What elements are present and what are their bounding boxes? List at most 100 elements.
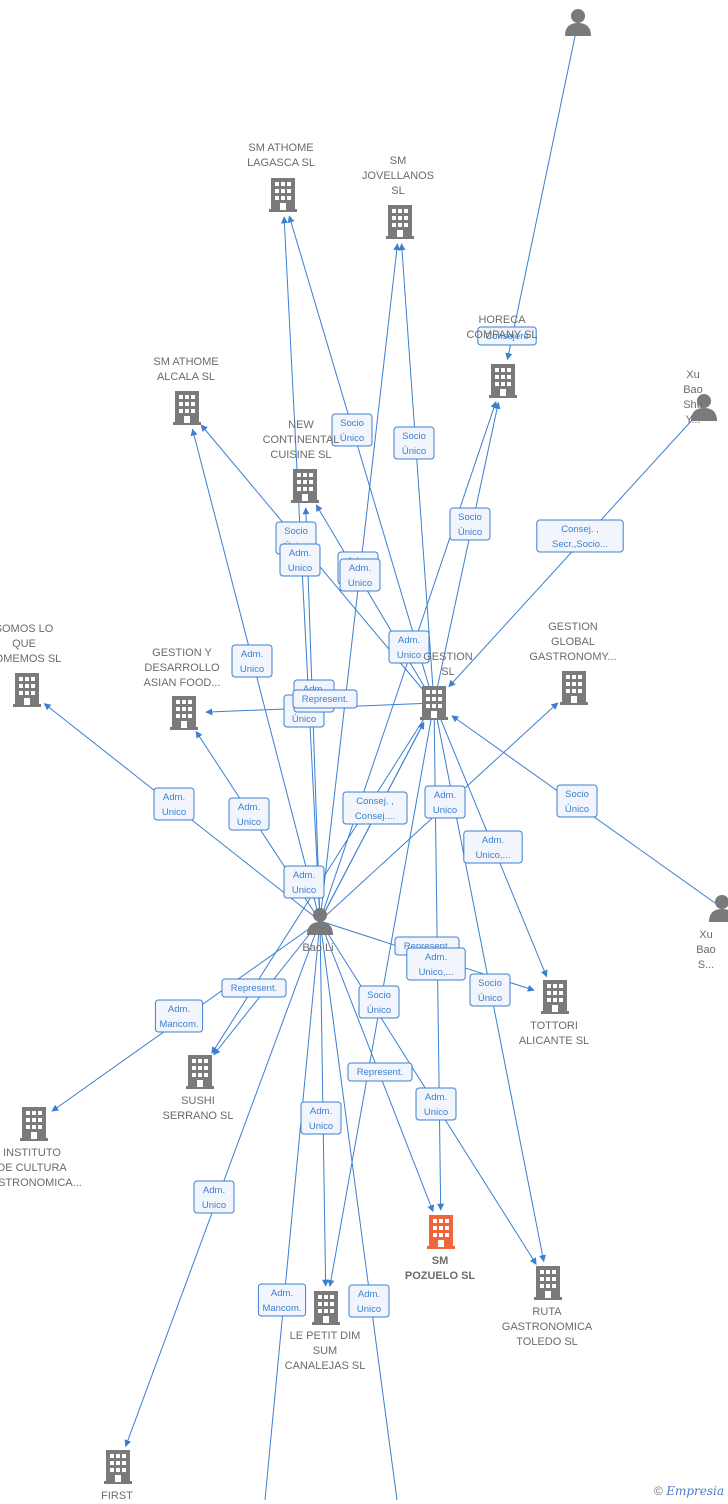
node-label-somos[interactable]: SOMOS LO QUE COMEMOS SL [0, 623, 62, 665]
edge-label-bao_li-to-le_petit[interactable]: Adm.Unico [300, 1101, 342, 1135]
edge-label-text: Unico [348, 578, 372, 589]
empresia-logo[interactable]: Empresia [666, 1484, 724, 1498]
building-icon[interactable] [489, 364, 517, 398]
edge-label-bao_li-to-gestion_global[interactable]: Adm.Unico [424, 785, 466, 819]
building-icon[interactable] [541, 980, 569, 1014]
edge-label-bao_li-to-gestion_sl[interactable]: Consej. ,Consej.... [342, 791, 408, 825]
edge-label-box [279, 543, 321, 577]
edge-label-text: Único [340, 433, 364, 444]
node-label-xu_bao_shu_1[interactable]: Xu Bao Shu Y... [683, 369, 703, 426]
edge-label-text: Represent. [231, 983, 277, 994]
edge-label-bao_li-to-sm_jovellanos[interactable]: Adm.Unico [339, 558, 381, 592]
node-label-le_petit[interactable]: LE PETIT DIM SUM CANALEJAS SL [284, 1330, 366, 1372]
edge-label-bao_li-to-sm_athome_lagasca[interactable]: Adm.Unico [279, 543, 321, 577]
building-icon[interactable] [170, 696, 198, 730]
edge-label-text: Socio [340, 418, 364, 429]
edge-label-p_top-to-horeca[interactable]: Consejero [477, 326, 537, 346]
edge-label-text: Consej. , [356, 796, 394, 807]
building-icon[interactable] [186, 1055, 214, 1089]
edge-gestion_sl-to-sm_athome_lagasca [287, 215, 435, 704]
edge-label-gestion_sl-to-sushi_serrano[interactable]: Represent. [292, 689, 358, 709]
edge-label-text: Adm. [168, 1004, 190, 1015]
edge-label-bao_li-to-sushi_serrano[interactable]: Represent. [221, 978, 287, 998]
node-label-first[interactable]: FIRST [101, 1490, 133, 1502]
edge-label-bao_li-to-instituto[interactable]: Adm. Mancom. [154, 999, 204, 1033]
building-icon[interactable] [173, 391, 201, 425]
building-icon[interactable] [291, 469, 319, 503]
edge-label-bao_li-to-new_continental[interactable]: Adm.Unico [283, 865, 325, 899]
edge-label-text: Unico [162, 807, 186, 818]
edge-label-text: Unico [240, 664, 264, 675]
edge-label-text: Unico [397, 650, 421, 661]
edge-label-text: Mancom. [159, 1019, 198, 1030]
edge-label-bao_li-to-ruta[interactable]: Adm.Unico [415, 1087, 457, 1121]
node-label-xu_bao_shu_2[interactable]: Xu Bao S... [696, 929, 716, 971]
node-label-sm_jovellanos[interactable]: SM JOVELLANOS SL [361, 155, 435, 197]
building-icon[interactable] [13, 673, 41, 707]
node-label-gestion_sl[interactable]: GESTION SL [423, 651, 473, 678]
edges-layer [43, 21, 723, 1500]
edge-label-text: Unico [237, 817, 261, 828]
edge-label-box [292, 689, 358, 709]
person-icon[interactable] [709, 895, 728, 922]
edge-label-bao_li-to-off_bottom_left[interactable]: Adm.Mancom. [257, 1283, 307, 1317]
edge-label-box [347, 1062, 413, 1082]
edge-label-bao_li-to-somos[interactable]: Adm. Unico [153, 787, 195, 821]
building-icon[interactable] [420, 686, 448, 720]
edge-label-gestion_sl-to-sm_pozuelo[interactable]: Adm.Unico,... [406, 947, 466, 981]
node-label-instituto[interactable]: INSTITUTO DE CULTURA GASTRONOMICA... [0, 1147, 82, 1189]
edge-label-text: Adm. [358, 1289, 380, 1300]
node-label-sm_pozuelo[interactable]: SM POZUELO SL [404, 1255, 476, 1282]
node-label-tottori[interactable]: TOTTORI ALICANTE SL [518, 1020, 590, 1047]
building-icon[interactable] [269, 178, 297, 212]
edge-label-text: Socio [284, 526, 308, 537]
edge-label-box [221, 978, 287, 998]
building-icon[interactable] [312, 1291, 340, 1325]
node-label-sm_athome_lagasca[interactable]: SM ATHOME LAGASCA SL [247, 142, 315, 169]
node-label-new_continental[interactable]: NEW CONTINENTAL CUISINE SL [262, 419, 340, 461]
building-icon[interactable] [427, 1215, 455, 1249]
nodes-layer [13, 9, 728, 1484]
building-icon[interactable] [560, 671, 588, 705]
edge-label-text: Socio [478, 978, 502, 989]
building-icon[interactable] [104, 1450, 132, 1484]
edge-label-bao_li-to-gestion_sl[interactable]: Adm.Unico [388, 630, 430, 664]
edge-label-text: Adm. [293, 870, 315, 881]
edge-bao_li-to-off_bottom_right [319, 920, 398, 1500]
node-label-bao_li[interactable]: Bao Li [302, 942, 334, 954]
building-icon[interactable] [386, 205, 414, 239]
edge-label-bao_li-to-off_bottom_right[interactable]: Adm. Unico [348, 1284, 390, 1318]
edge-label-box [231, 644, 273, 678]
edge-label-bao_li-to-sm_athome_alcala[interactable]: Adm. Unico [231, 644, 273, 678]
edge-label-text: Adm. [289, 548, 311, 559]
node-label-sushi_serrano[interactable]: SUSHI SERRANO SL [162, 1095, 234, 1122]
building-icon[interactable] [534, 1266, 562, 1300]
edge-label-text: Unico [309, 1121, 333, 1132]
person-icon[interactable] [565, 9, 591, 36]
node-label-gestion_global[interactable]: GESTION GLOBAL GASTRONOMY... [529, 621, 617, 663]
edge-label-text: Adm. [163, 792, 185, 803]
edge-label-text: Adm. [241, 649, 263, 660]
edge-label-gestion_sl-to-le_petit[interactable]: Represent. [347, 1062, 413, 1082]
node-label-sm_athome_alcala[interactable]: SM ATHOME ALCALA SL [153, 356, 219, 383]
edge-label-xu_bao_shu_1-to-gestion_sl[interactable]: Consej. ,Secr.,Socio... [536, 519, 624, 553]
edge-label-box [536, 519, 624, 553]
node-label-ruta[interactable]: RUTA GASTRONOMICA TOLEDO SL [501, 1306, 593, 1348]
node-label-horeca[interactable]: HORECA COMPANY SL [466, 314, 538, 341]
edge-label-text: Represent. [404, 941, 450, 952]
building-icon[interactable] [20, 1107, 48, 1141]
edge-label-gestion_sl-to-tottori[interactable]: Adm.Unico,... [463, 830, 523, 864]
node-label-gestion_desarrollo[interactable]: GESTION Y DESARROLLO ASIAN FOOD... [143, 647, 221, 689]
edge-label-bao_li-to-first[interactable]: Adm.Unico [193, 1180, 235, 1214]
edge-label-bao_li-to-gestion_desarrollo[interactable]: Adm.Unico [228, 797, 270, 831]
edge-label-text: Unico [357, 1304, 381, 1315]
edge-label-box [388, 630, 430, 664]
